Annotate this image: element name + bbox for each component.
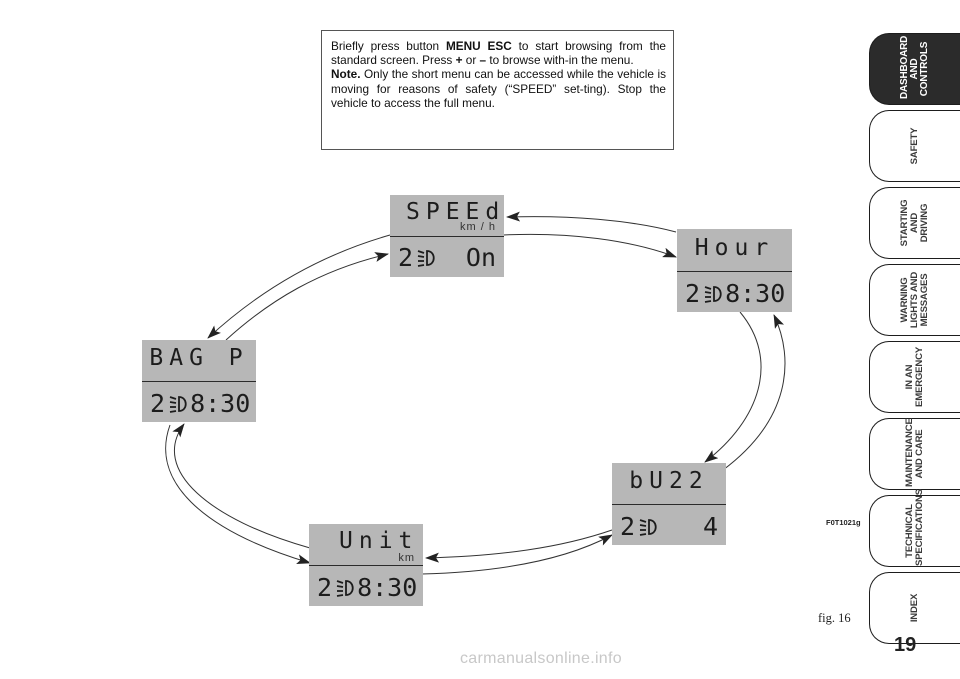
display-bottom-row: 2 8:30 [150, 389, 251, 418]
tab-starting-and-driving[interactable]: STARTING AND DRIVING [869, 187, 960, 259]
info-text-3: to browse with-in the menu. [486, 53, 634, 68]
tab-warning-lights-and-messages[interactable]: WARNING LIGHTS AND MESSAGES [869, 264, 960, 336]
note-label: Note. [331, 67, 361, 82]
display-top-text: bU22 [629, 468, 709, 494]
arrow-icon [225, 252, 389, 341]
arrow-icon [722, 314, 786, 471]
tab-technical-specifications[interactable]: TECHNICAL SPECIFICATIONS [869, 489, 960, 567]
figure-label: fig. 16 [818, 611, 851, 625]
display-buzz: bU22 2 4 [612, 463, 726, 545]
display-value: 8:30 [357, 573, 418, 602]
display-digit: 2 [685, 279, 701, 308]
display-unit: Unit km 2 8:30 [309, 524, 423, 606]
note-text: Only the short menu can be accessed whil… [331, 67, 666, 110]
display-digit: 2 [398, 243, 414, 272]
display-value: On [465, 243, 496, 272]
tab-maintenance-and-care[interactable]: MAINTENANCE AND CARE [869, 418, 960, 490]
display-digit: 2 [620, 512, 636, 541]
display-divider [390, 236, 504, 237]
arrow-icon [421, 534, 613, 575]
display-unit-text: km / h [460, 221, 496, 233]
tab-label: DASHBOARD AND CONTROLS [899, 35, 930, 99]
display-divider [142, 381, 256, 382]
display-top-text: Hour [694, 235, 775, 261]
tab-safety[interactable]: SAFETY [869, 110, 960, 182]
arrow-icon [704, 311, 762, 463]
headlamp-icon [335, 578, 357, 598]
arrow-icon [172, 423, 311, 549]
display-unit-text: km [398, 552, 415, 564]
watermark: carmanualsonline.info [460, 650, 622, 667]
plus-symbol: + [455, 53, 463, 68]
headlamp-icon [703, 284, 725, 304]
arrow-icon [506, 211, 677, 233]
display-bottom-row: 2 4 [620, 512, 718, 541]
display-value: 8:30 [190, 389, 251, 418]
arrow-icon [165, 424, 311, 565]
tab-label: IN AN EMERGENCY [904, 346, 925, 407]
arrow-icon [425, 529, 613, 563]
tab-label: WARNING LIGHTS AND MESSAGES [899, 271, 930, 329]
headlamp-icon [416, 248, 438, 268]
instruction-box: Briefly press button MENU ESC to start b… [321, 30, 674, 150]
display-divider [612, 504, 726, 505]
tab-label: INDEX [909, 593, 920, 623]
figure-code: F0T1021g [826, 518, 861, 527]
tab-index[interactable]: INDEX [869, 572, 960, 644]
display-top-text: Unit [339, 528, 419, 554]
minus-symbol: – [479, 53, 487, 68]
info-text-1: Briefly press button [331, 39, 446, 53]
menu-esc-label: MENU ESC [445, 39, 512, 53]
headlamp-icon [168, 394, 190, 414]
tab-label: MAINTENANCE AND CARE [904, 418, 925, 487]
display-value: 8:30 [725, 279, 786, 308]
info-text-or: or [462, 53, 480, 68]
tab-dashboard-and-controls[interactable]: DASHBOARD AND CONTROLS [869, 33, 960, 105]
display-value: 4 [702, 512, 718, 541]
display-bottom-row: 2 On [398, 243, 496, 272]
display-digit: 2 [317, 573, 333, 602]
display-bottom-row: 2 8:30 [685, 279, 786, 308]
arrow-icon [207, 234, 391, 339]
tab-label: SAFETY [909, 127, 920, 165]
info-text-2: to start browsing from the standard scre… [331, 39, 666, 68]
display-hour: Hour 2 8:30 [677, 229, 792, 312]
tab-in-an-emergency[interactable]: IN AN EMERGENCY [869, 341, 960, 413]
tab-label: TECHNICAL SPECIFICATIONS [904, 489, 925, 566]
headlamp-icon [638, 517, 660, 537]
display-divider [309, 565, 423, 566]
display-divider [677, 271, 792, 272]
arrow-icon [502, 233, 677, 258]
tab-label: STARTING AND DRIVING [899, 199, 930, 247]
page-number: 19 [894, 634, 917, 656]
display-top-text: SPEEd [406, 199, 506, 225]
display-digit: 2 [150, 389, 166, 418]
display-top-text: BAG P [149, 345, 249, 371]
display-bottom-row: 2 8:30 [317, 573, 418, 602]
display-speed: SPEEd km / h 2 On [390, 195, 504, 277]
display-bag: BAG P 2 8:30 [142, 340, 256, 422]
